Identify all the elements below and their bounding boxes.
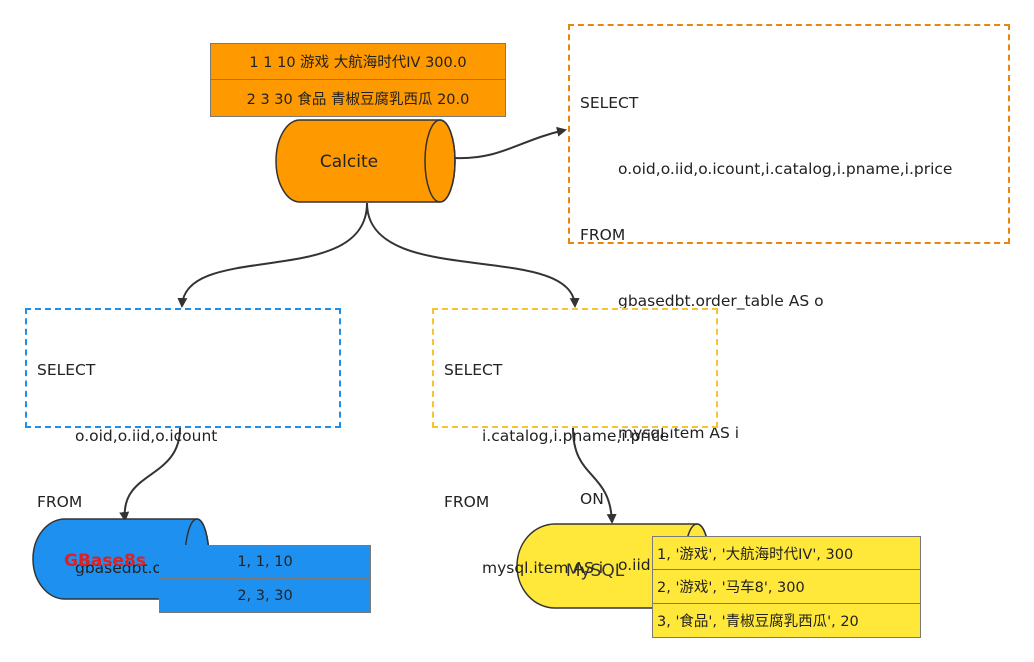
query-line: gbasedbt.order_table AS o — [618, 292, 824, 310]
calcite-result-row: 2 3 30 食品 青椒豆腐乳西瓜 20.0 — [210, 80, 506, 117]
calcite-cylinder — [275, 119, 456, 203]
calcite-result-table: 1 1 10 游戏 大航海时代IV 300.0 2 3 30 食品 青椒豆腐乳西… — [210, 43, 506, 117]
mysql-result-table: 1, '游戏', '大航海时代IV', 300 2, '游戏', '马车8', … — [652, 536, 921, 638]
gbase-result-table: 1, 1, 10 2, 3, 30 — [159, 545, 371, 613]
query-line: mysql.item AS i — [618, 424, 740, 442]
query-keyword: FROM — [580, 226, 626, 244]
mysql-result-row: 3, '食品', '青椒豆腐乳西瓜', 20 — [652, 604, 921, 638]
calcite-query-box: SELECT o.oid,o.iid,o.icount,i.catalog,i.… — [568, 24, 1010, 574]
query-keyword: SELECT — [580, 94, 639, 112]
mysql-query-box: SELECT i.catalog,i.pname,i.price FROM my… — [432, 308, 718, 577]
mysql-result-row: 1, '游戏', '大航海时代IV', 300 — [652, 536, 921, 570]
gbase-result-row: 2, 3, 30 — [159, 579, 371, 613]
gbase-query-box: SELECT o.oid,o.iid,o.icount FROM gbasedb… — [25, 308, 341, 577]
query-line: o.oid,o.iid,o.icount — [75, 427, 218, 445]
gbase-result-row: 1, 1, 10 — [159, 545, 371, 579]
query-keyword: FROM — [444, 493, 490, 511]
query-line: o.oid,o.iid,o.icount,i.catalog,i.pname,i… — [618, 160, 953, 178]
query-line: mysql.item AS i — [482, 559, 604, 577]
query-keyword: FROM — [37, 493, 83, 511]
query-line: i.catalog,i.pname,i.price — [482, 427, 670, 445]
mysql-label: MySQL — [565, 561, 625, 581]
mysql-result-row: 2, '游戏', '马车8', 300 — [652, 570, 921, 604]
calcite-label: Calcite — [319, 152, 379, 172]
gbase-label: GBase8s — [64, 551, 146, 571]
query-keyword: SELECT — [444, 361, 503, 379]
calcite-result-row: 1 1 10 游戏 大航海时代IV 300.0 — [210, 43, 506, 80]
query-keyword: SELECT — [37, 361, 96, 379]
